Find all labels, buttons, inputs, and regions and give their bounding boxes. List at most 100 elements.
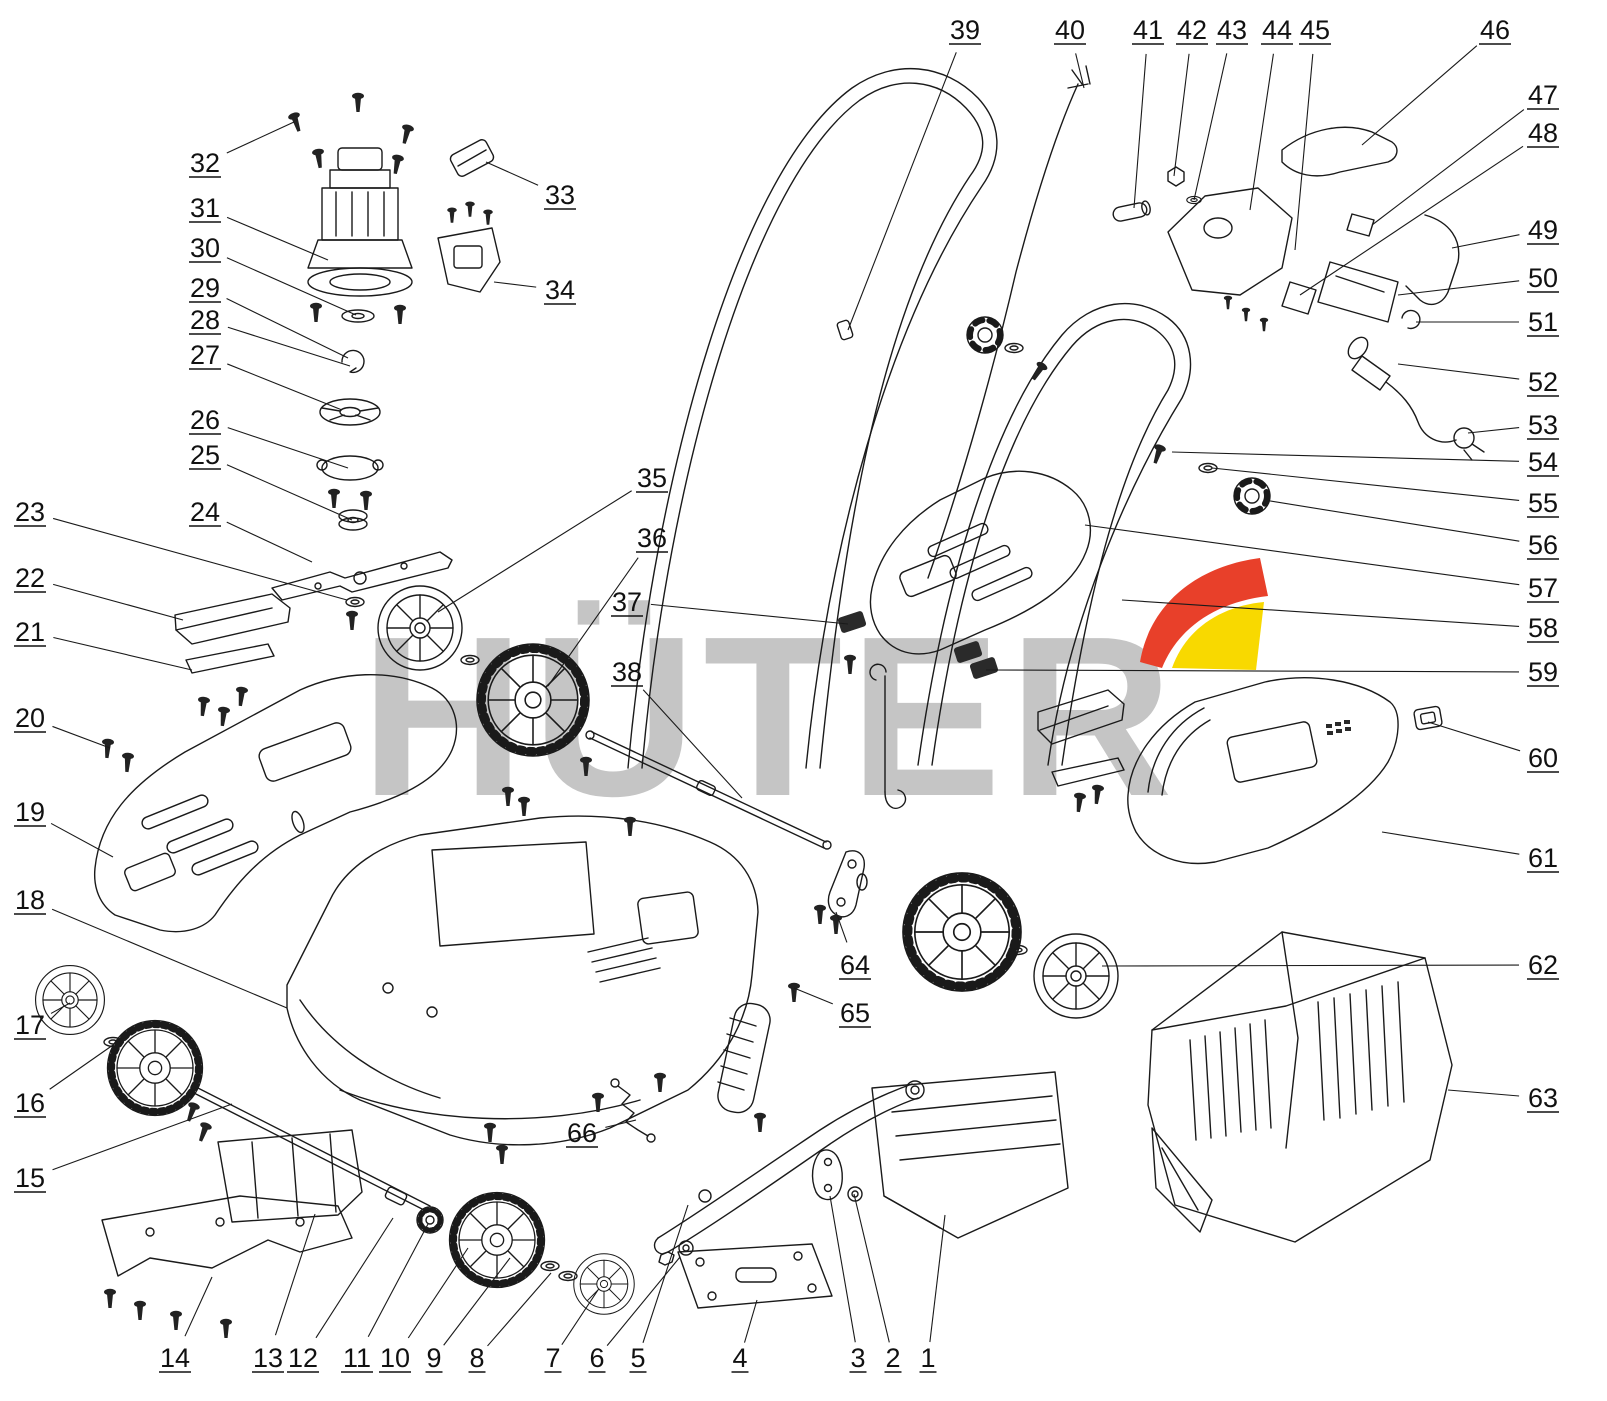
part-number-59: 59 (1528, 657, 1558, 687)
part-callout-13: 13 (252, 1213, 316, 1373)
leader-line-37 (650, 603, 849, 625)
part-number-46: 46 (1480, 15, 1510, 45)
leader-line-27 (227, 363, 343, 411)
leader-line-23 (52, 517, 348, 601)
part-callout-64: 64 (835, 911, 871, 980)
part-number-53: 53 (1528, 410, 1558, 440)
part-number-56: 56 (1528, 530, 1558, 560)
front-bumper-right (1037, 689, 1125, 814)
leader-line-3 (829, 1195, 856, 1343)
part-callout-10: 10 (379, 1247, 469, 1373)
mount-bracket (437, 200, 501, 293)
blade-strip-left (185, 643, 275, 728)
part-callout-35: 35 (437, 463, 668, 613)
leader-line-36 (547, 557, 639, 687)
part-callout-20: 20 (14, 703, 111, 749)
leader-line-56 (1263, 499, 1520, 542)
part-number-63: 63 (1528, 1083, 1558, 1113)
leader-line-42 (1173, 53, 1190, 177)
part-number-8: 8 (469, 1343, 484, 1373)
part-callout-17: 17 (14, 1002, 71, 1040)
switch-assembly (1112, 126, 1460, 332)
part-callout-52: 52 (1397, 363, 1559, 397)
axle-rod (191, 1085, 444, 1234)
leader-line-6 (606, 1256, 681, 1346)
cover-screws-left (100, 737, 135, 774)
part-number-49: 49 (1528, 215, 1558, 245)
parts-artwork (34, 65, 1485, 1339)
leader-line-54 (1171, 451, 1520, 462)
part-number-43: 43 (1217, 15, 1247, 45)
leader-line-48 (1299, 145, 1524, 296)
leader-line-26 (227, 427, 349, 469)
part-callout-47: 47 (1371, 80, 1559, 226)
part-callout-26: 26 (189, 405, 349, 469)
mid-top-cover (837, 470, 1092, 679)
leader-line-50 (1397, 280, 1520, 296)
part-number-27: 27 (190, 340, 220, 370)
part-callout-22: 22 (14, 563, 184, 621)
leader-line-32 (226, 121, 295, 154)
part-callout-40: 40 (1054, 15, 1086, 89)
part-number-21: 21 (15, 617, 45, 647)
rubber-block (449, 139, 495, 177)
brand-swoosh-yellow-icon (1172, 602, 1264, 670)
leader-line-45 (1294, 53, 1314, 251)
leader-line-47 (1371, 109, 1525, 226)
handlebar-lower (917, 302, 1270, 766)
part-number-58: 58 (1528, 613, 1558, 643)
handlebar-upper (627, 65, 1091, 769)
leader-line-46 (1361, 45, 1478, 146)
leader-line-24 (226, 521, 313, 563)
leader-line-19 (50, 822, 114, 858)
leader-line-39 (847, 52, 957, 331)
part-callout-50: 50 (1397, 263, 1559, 296)
deck-chassis (286, 756, 767, 1165)
grass-basket (1147, 931, 1453, 1243)
part-callout-60: 60 (1427, 721, 1559, 773)
part-number-4: 4 (732, 1343, 747, 1373)
leader-line-33 (485, 161, 539, 186)
part-number-25: 25 (190, 440, 220, 470)
leader-line-58 (1121, 599, 1520, 627)
leader-line-65 (793, 987, 834, 1005)
part-number-55: 55 (1528, 488, 1558, 518)
brand-swoosh-red-icon (1140, 558, 1268, 668)
part-callout-9: 9 (425, 1257, 511, 1373)
part-number-39: 39 (950, 15, 980, 45)
leader-line-41 (1133, 53, 1147, 209)
part-callout-23: 23 (14, 497, 348, 601)
part-callout-29: 29 (189, 273, 349, 359)
part-callout-28: 28 (189, 305, 351, 367)
part-callout-55: 55 (1211, 467, 1559, 518)
leader-line-10 (407, 1247, 469, 1339)
upper-cover-left (93, 674, 458, 933)
left-wheel-set (34, 964, 214, 1144)
part-number-41: 41 (1133, 15, 1163, 45)
part-number-13: 13 (253, 1343, 283, 1373)
lower-baffle-plates (101, 1129, 363, 1339)
cable-lever-arm (787, 850, 868, 1003)
part-callout-18: 18 (14, 885, 288, 1009)
leader-line-53 (1467, 426, 1520, 434)
part-number-54: 54 (1528, 447, 1558, 477)
part-callout-58: 58 (1121, 599, 1559, 643)
part-number-2: 2 (885, 1343, 900, 1373)
part-number-64: 64 (840, 950, 870, 980)
part-callout-33: 33 (485, 161, 576, 210)
part-number-52: 52 (1528, 367, 1558, 397)
part-number-18: 18 (15, 885, 45, 915)
leader-line-1 (929, 1214, 946, 1343)
part-number-47: 47 (1528, 80, 1558, 110)
part-callout-37: 37 (611, 587, 849, 625)
part-callout-43: 43 (1193, 15, 1248, 201)
leader-line-31 (226, 216, 329, 261)
leader-line-28 (227, 326, 351, 367)
part-number-35: 35 (637, 463, 667, 493)
part-number-14: 14 (160, 1343, 190, 1373)
leader-line-57 (1084, 524, 1520, 586)
part-callout-24: 24 (189, 497, 313, 563)
part-number-29: 29 (190, 273, 220, 303)
leader-line-66 (605, 1119, 637, 1128)
